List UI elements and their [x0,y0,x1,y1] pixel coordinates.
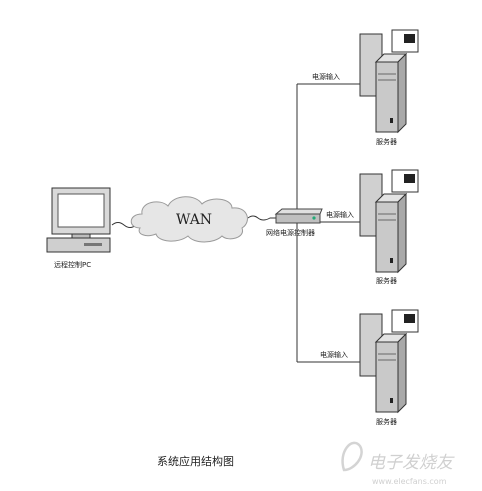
pc-screen [57,193,105,228]
server-power-button [390,258,393,263]
cloud-to-controller-line [247,215,276,221]
server-monitor-panel [404,174,415,183]
server-group-2: 电源输入 服务器 [326,169,419,285]
power-input-label-2: 电源输入 [326,210,354,219]
pc-to-cloud-line [111,222,137,228]
power-controller: 网络电源控制器 [266,208,323,237]
server-tower-side [397,52,407,134]
pc-stand [71,233,91,239]
server-monitor-panel [404,314,415,323]
server-tower-side [397,192,407,274]
watermark-url: www.elecfans.com [372,477,447,486]
server-label-1: 服务器 [376,137,397,146]
pc-base [46,237,111,253]
server-label-3: 服务器 [376,417,397,426]
controller-label: 网络电源控制器 [266,228,315,237]
server-tower-front [375,201,399,273]
diagram-caption: 系统应用结构图 [157,454,234,468]
server-power-button [390,398,393,403]
cloud-shape [130,196,248,243]
watermark-text: 电子发烧友 [368,453,455,473]
remote-pc: 远程控制PC [46,187,111,269]
server-group-1: 电源输入 服务器 [312,29,419,146]
server-monitor-panel [404,34,415,43]
pc-drive [84,243,102,246]
server-tower-front [375,61,399,133]
server-label-2: 服务器 [376,276,397,285]
watermark-logo-icon [341,441,363,472]
power-input-label-3: 电源输入 [320,350,348,359]
remote-pc-label: 远程控制PC [54,260,91,269]
server-group-3: 电源输入 服务器 [320,309,419,426]
watermark: 电子发烧友 www.elecfans.com [341,441,455,486]
power-input-label-1: 电源输入 [312,72,340,81]
server-power-button [390,118,393,123]
wan-cloud: WAN [130,196,248,243]
wan-label: WAN [176,212,212,228]
server-tower-front [375,341,399,413]
controller-top [274,208,323,215]
controller-led [312,216,316,220]
server-tower-side [397,332,407,414]
